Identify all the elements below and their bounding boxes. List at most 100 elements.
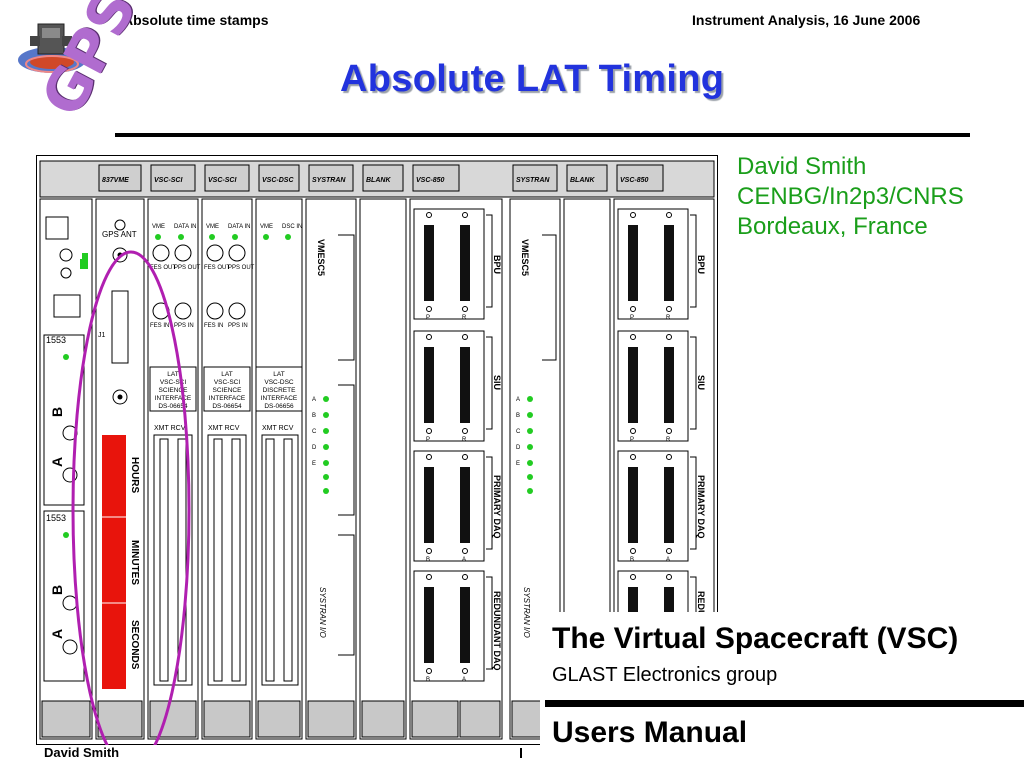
hours-label: HOURS xyxy=(129,457,140,493)
systran1-led-d: D xyxy=(312,445,317,451)
connector xyxy=(628,347,638,423)
card-handle xyxy=(257,700,301,738)
slot-label-box xyxy=(512,164,558,192)
slot-label-box xyxy=(98,164,142,192)
slot-label-box xyxy=(204,164,250,192)
interface-text: SCIENCE xyxy=(159,387,189,394)
interface-text: VSC-SCI xyxy=(214,379,241,386)
connector xyxy=(424,467,434,543)
footer-author: David Smith xyxy=(44,745,120,760)
slot-label: 837VME xyxy=(102,177,129,184)
connector xyxy=(664,467,674,543)
blank-card-1 xyxy=(359,198,407,740)
sci2-fes-in-label: FES IN xyxy=(204,323,223,329)
primary-daq-label-2: PRIMARY DAQ xyxy=(696,475,706,539)
systran1-led-b: B xyxy=(312,413,316,419)
title-divider xyxy=(115,133,970,137)
port-1553-label-bottom: 1553 xyxy=(46,513,66,523)
gps-ant-label: GPS ANT xyxy=(102,230,137,239)
card-handle xyxy=(459,700,501,738)
sci1-xmt-rcv: XMT RCV xyxy=(154,425,186,432)
systran-io-label-1: SYSTRAN I/O xyxy=(318,587,327,638)
sci1-vme-label: VME xyxy=(152,224,165,230)
footer-tick xyxy=(520,748,522,758)
connector-label: A xyxy=(462,557,466,563)
connector-label: P xyxy=(426,315,430,321)
connector-label: B xyxy=(630,557,634,563)
connector-label: A xyxy=(462,677,466,683)
glast-satellite-logo xyxy=(12,14,92,89)
manual-cover-panel xyxy=(540,612,1024,768)
connector-label: B xyxy=(426,677,430,683)
interface-text: VSC-SCI xyxy=(160,379,187,386)
sci1-fes-out-label: FES OUT xyxy=(150,265,176,271)
interface-text: INTERFACE xyxy=(261,395,298,402)
port-b-label-bottom: B xyxy=(49,585,65,595)
connector xyxy=(424,225,434,301)
port-a-label-top: A xyxy=(49,457,65,467)
connector-label: R xyxy=(462,315,467,321)
manual-divider xyxy=(545,700,1024,707)
interface-text: VSC-DSC xyxy=(264,379,294,386)
redundant-daq-label-1: REDUNDANT DAQ xyxy=(492,591,502,671)
author-name: David Smith xyxy=(737,153,867,180)
header-left-text: Absolute time stamps xyxy=(123,12,269,28)
slot-label-box xyxy=(412,164,460,192)
slot-label: SYSTRAN xyxy=(312,177,346,184)
connector xyxy=(664,347,674,423)
connector xyxy=(460,225,470,301)
connector-label: P xyxy=(426,437,430,443)
connector xyxy=(628,467,638,543)
systran2-led-a: A xyxy=(516,397,520,403)
card-handle xyxy=(307,700,355,738)
interface-text: INTERFACE xyxy=(155,395,192,402)
systran-io-label-2: SYSTRAN I/O xyxy=(522,587,531,638)
manual-title: The Virtual Spacecraft (VSC) xyxy=(552,622,959,655)
interface-text: SCIENCE xyxy=(213,387,243,394)
connector-label: P xyxy=(630,437,634,443)
connector-label: A xyxy=(666,557,670,563)
slot-label: BLANK xyxy=(366,177,391,184)
systran1-led-a: A xyxy=(312,397,316,403)
connector xyxy=(424,347,434,423)
slide-title: Absolute LAT Timing xyxy=(340,58,725,100)
primary-daq-label-1: PRIMARY DAQ xyxy=(492,475,502,539)
slot-label-box xyxy=(150,164,196,192)
connector xyxy=(424,587,434,663)
interface-text: DISCRETE xyxy=(263,387,297,394)
card-handle xyxy=(411,700,459,738)
sci2-pps-out-label: PPS OUT xyxy=(228,265,255,271)
manual-subtitle: GLAST Electronics group xyxy=(552,664,778,686)
slot-label: VSC-SCI xyxy=(154,177,183,184)
slot-label: VSC-850 xyxy=(416,177,445,184)
port-a-label-bottom: A xyxy=(49,629,65,639)
slot-label-box xyxy=(362,164,404,192)
sci1-pps-out-label: PPS OUT xyxy=(174,265,201,271)
card-handle xyxy=(149,700,197,738)
connector-label: R xyxy=(666,437,671,443)
systran2-led-d: D xyxy=(516,445,521,451)
card-handle xyxy=(361,700,405,738)
minutes-label: MINUTES xyxy=(129,540,140,585)
sci1-fes-in-label: FES IN xyxy=(150,323,169,329)
vsc-dsc-card: VME DSC IN LATVSC-DSCDISCRETEINTERFACEDS… xyxy=(255,198,303,740)
slot-label: VSC-DSC xyxy=(262,177,294,184)
connector xyxy=(664,225,674,301)
sci2-vme-label: VME xyxy=(206,224,219,230)
interface-text: LAT xyxy=(221,371,232,378)
port-1553-label-top: 1553 xyxy=(46,335,66,345)
slot-label-box xyxy=(616,164,664,192)
sci1-data-in-label: DATA IN xyxy=(174,224,196,230)
slot-label: SYSTRAN xyxy=(516,177,550,184)
j1-label: J1 xyxy=(98,332,106,339)
systran1-led-e: E xyxy=(312,461,316,467)
seconds-label: SECONDS xyxy=(129,620,140,670)
interface-text: DS-06656 xyxy=(264,403,294,410)
interface-text: LAT xyxy=(167,371,178,378)
systran2-led-c: C xyxy=(516,429,521,435)
vsc-sci-card-1: VME DATA IN FES OUT PPS OUT FES IN PPS I… xyxy=(147,198,201,740)
vmesc5-label-2: VMESC5 xyxy=(520,239,530,276)
bpu-label-1: BPU xyxy=(492,255,502,274)
systran2-led-b: B xyxy=(516,413,520,419)
connector-label: R xyxy=(462,437,467,443)
